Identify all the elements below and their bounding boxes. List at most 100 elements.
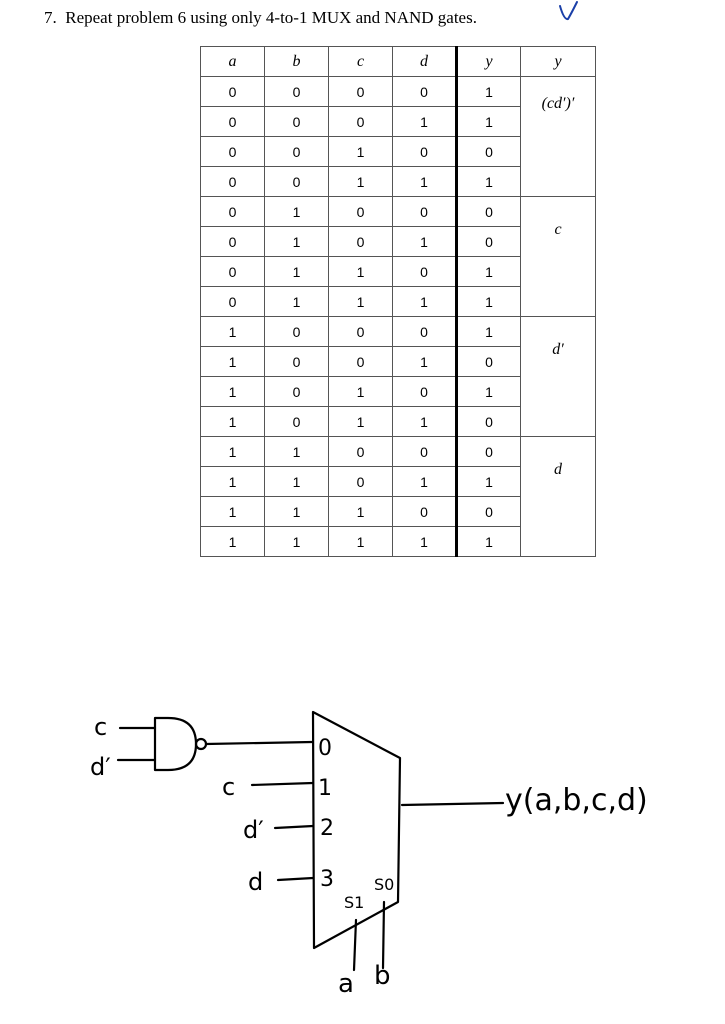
table-cell: 0 [264,376,329,407]
table-cell: 0 [264,106,329,137]
table-cell: 0 [200,166,265,197]
table-cell: 1 [328,406,393,437]
group-expression: d′ [520,316,596,437]
table-cell: 0 [392,436,457,467]
table-cell: 0 [328,196,393,227]
problem-title: 7. Repeat problem 6 using only 4-to-1 MU… [44,8,477,27]
mux-input-signal-d-prime: d′ [243,816,264,844]
header-d: d [392,46,457,77]
table-cell: 1 [264,286,329,317]
table-cell: 1 [328,496,393,527]
select-wire-a [352,918,358,972]
select-wire-b [381,900,386,970]
table-cell: 0 [392,196,457,227]
nand-gate [153,716,198,772]
table-cell: 0 [264,346,329,377]
table-cell: 1 [455,286,521,317]
truth-table-header: a b c d y y [200,46,596,77]
table-cell: 1 [455,316,521,347]
table-cell: 0 [328,316,393,347]
table-cell: 1 [200,436,265,467]
table-cell: 0 [455,406,521,437]
table-cell: 0 [264,166,329,197]
table-cell: 1 [264,466,329,497]
header-b: b [264,46,329,77]
table-cell: 1 [328,376,393,407]
table-cell: 1 [455,526,521,557]
table-cell: 1 [328,166,393,197]
table-cell: 1 [455,106,521,137]
table-cell: 0 [200,226,265,257]
mux-input-signal-c: c [222,773,235,801]
table-cell: 0 [392,376,457,407]
table-cell: 0 [200,136,265,167]
nand-output-wire [204,740,314,746]
table-cell: 1 [392,226,457,257]
table-cell: 0 [455,496,521,527]
table-cell: 0 [392,496,457,527]
table-cell: 1 [392,526,457,557]
group-expression: c [520,196,596,317]
table-cell: 0 [455,436,521,467]
table-cell: 1 [392,346,457,377]
table-cell: 1 [264,226,329,257]
table-cell: 1 [455,76,521,107]
table-cell: 1 [200,346,265,377]
table-cell: 0 [455,196,521,227]
table-cell: 0 [392,136,457,167]
table-cell: 0 [328,436,393,467]
mux-input-index-0: 0 [318,736,332,761]
table-cell: 0 [264,76,329,107]
select-label-s0: S0 [374,875,394,894]
table-cell: 1 [328,526,393,557]
table-cell: 1 [264,196,329,227]
mux-circuit-diagram: c d′ 0 1 2 3 c d′ d S1 S0 a b y(a,b,c,d) [90,710,648,999]
table-cell: 1 [328,256,393,287]
table-cell: 0 [264,406,329,437]
select-label-s1: S1 [344,893,364,912]
mux-input-wire-3 [276,876,315,882]
header-c: c [328,46,393,77]
table-cell: 1 [328,286,393,317]
table-cell: 0 [328,226,393,257]
table-cell: 1 [200,496,265,527]
nand-input-label-d-prime: d′ [90,753,111,781]
table-cell: 0 [264,136,329,167]
table-cell: 0 [455,346,521,377]
table-cell: 1 [200,466,265,497]
table-cell: 1 [392,406,457,437]
mux-input-wire-1 [250,781,315,787]
table-cell: 1 [392,106,457,137]
table-cell: 1 [455,256,521,287]
table-cell: 1 [264,496,329,527]
table-cell: 1 [200,526,265,557]
table-cell: 0 [328,466,393,497]
table-cell: 1 [200,316,265,347]
table-cell: 0 [264,316,329,347]
table-cell: 1 [455,166,521,197]
check-mark-icon [559,1,578,21]
table-cell: 0 [200,196,265,227]
table-cell: 1 [392,286,457,317]
group-expression: (cd′)′ [520,76,596,197]
table-cell: 1 [264,256,329,287]
table-cell: 1 [264,436,329,467]
nand-bubble [194,737,208,751]
mux-input-index-3: 3 [320,867,334,892]
table-cell: 0 [328,106,393,137]
mux-input-index-1: 1 [318,776,332,801]
mux-body [311,710,402,950]
header-y: y [455,46,521,77]
